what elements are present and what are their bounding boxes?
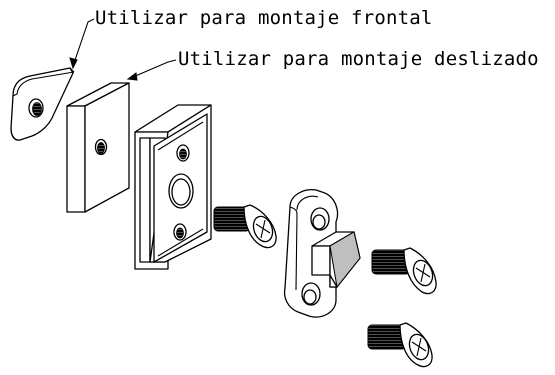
label-sliding-mount: Utilizar para montaje deslizado <box>178 48 539 70</box>
screw <box>368 323 432 367</box>
screw <box>214 205 276 248</box>
leader-line-deslizado <box>128 60 176 80</box>
latch-clip <box>285 190 360 317</box>
spacer-plate-deslizado <box>67 83 129 212</box>
leader-line-frontal <box>70 19 94 68</box>
label-frontal-mount: Utilizar para montaje frontal <box>95 7 433 29</box>
mounting-block <box>135 105 211 269</box>
spacer-plate-frontal <box>11 68 74 140</box>
screw <box>372 248 436 294</box>
